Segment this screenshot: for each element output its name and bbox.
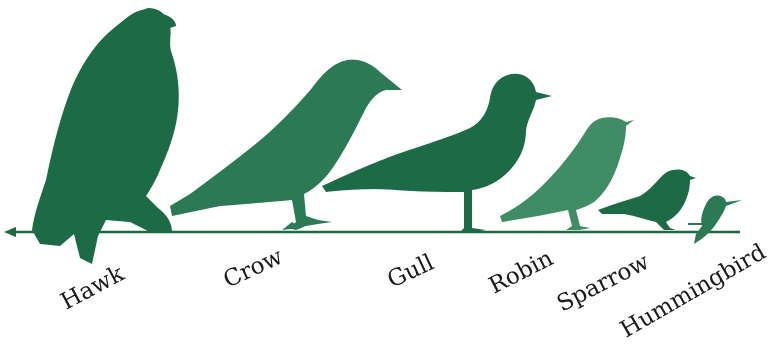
label-crow: Crow [220,243,288,293]
scale-line [4,227,740,237]
label-robin: Robin [485,245,558,299]
hawk-silhouette [32,8,179,264]
crow-silhouette [170,60,402,230]
label-gull: Gull [384,250,438,294]
arrowhead-left [4,227,16,237]
sparrow-silhouette [598,169,696,230]
hummingbird-silhouette [688,195,742,244]
label-hawk: Hawk [57,260,130,315]
